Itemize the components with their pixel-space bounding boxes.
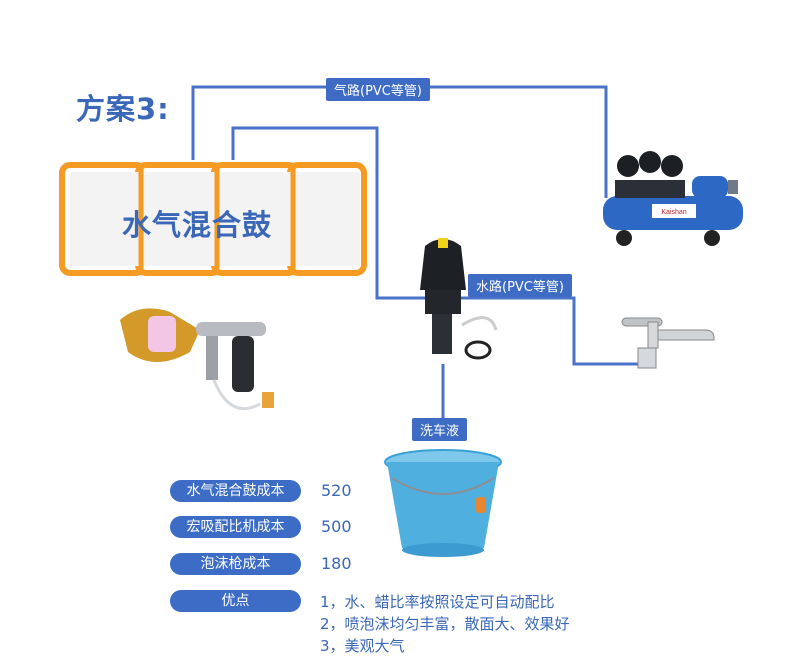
cost-label-drum: 水气混合鼓成本: [170, 480, 301, 502]
cost-value-foam-gun: 180: [321, 554, 352, 573]
cost-label-foam-gun: 泡沫枪成本: [170, 553, 301, 575]
cost-value-drum: 520: [321, 481, 352, 500]
water-pipe-label: 水路(PVC等管): [468, 274, 572, 297]
air-pipe-label: 气路(PVC等管): [326, 78, 430, 101]
detergent-label: 洗车液: [412, 418, 467, 441]
faucet-icon: [622, 318, 714, 368]
air-compressor: [603, 151, 743, 246]
advantages-label: 优点: [170, 590, 301, 612]
page-title: 方案3:: [76, 86, 170, 128]
bucket-icon: [385, 450, 501, 557]
drum-label: 水气混合鼓: [122, 202, 272, 244]
advantage-item-3: 3，美观大气: [320, 635, 405, 656]
cost-value-proportioner: 500: [321, 517, 352, 536]
foam-gun: [120, 308, 274, 408]
cost-label-proportioner: 宏吸配比机成本: [170, 516, 301, 538]
advantage-item-1: 1，水、蜡比率按照设定可自动配比: [320, 591, 555, 612]
advantage-item-2: 2，喷泡沫均匀丰富，散面大、效果好: [320, 613, 570, 634]
compressor-brand: Kaishan: [661, 209, 686, 216]
